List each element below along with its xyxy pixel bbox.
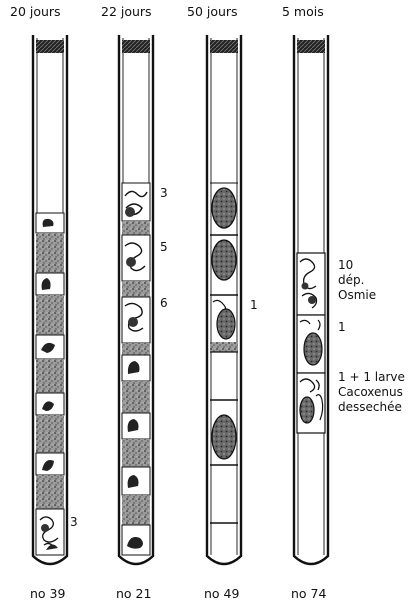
tube-2-plug: [122, 40, 150, 53]
cocoon: [212, 240, 236, 280]
tube-2: [119, 35, 153, 564]
cocoon: [300, 397, 314, 423]
tube-1: [33, 35, 67, 564]
tube-4-annotation: 1 + 1 larve: [338, 370, 405, 384]
tube-4-annotation: dép.: [338, 273, 364, 287]
tube-3-number-label: no 49: [204, 586, 239, 601]
tube-4-annotation: Cacoxenus: [338, 385, 403, 399]
tube-3: [207, 35, 241, 564]
tube-4-number-label: no 74: [291, 586, 326, 601]
tube-3-plug: [210, 40, 238, 53]
cocoon: [212, 188, 236, 228]
cocoon: [304, 333, 322, 365]
tube-4-annotation: dessechée: [338, 400, 402, 414]
tube-2-annotation: 5: [160, 240, 168, 254]
tube-4-annotation: 1: [338, 320, 346, 334]
tube-1-number-label: no 39: [30, 586, 65, 601]
cocoon: [212, 415, 236, 459]
tube-1-plug: [36, 40, 64, 53]
tube-2-annotation: 6: [160, 296, 168, 310]
tube-1-annotation: 3: [70, 515, 78, 529]
tube-4-plug: [297, 40, 325, 53]
tube-2-annotation: 3: [160, 186, 168, 200]
tube-4: [294, 35, 328, 564]
tube-4-annotation: Osmie: [338, 288, 376, 302]
tube-3-annotation: 1: [250, 298, 258, 312]
tube-2-number-label: no 21: [116, 586, 151, 601]
tube-4-annotation: 10: [338, 258, 353, 272]
cocoon: [217, 309, 235, 339]
